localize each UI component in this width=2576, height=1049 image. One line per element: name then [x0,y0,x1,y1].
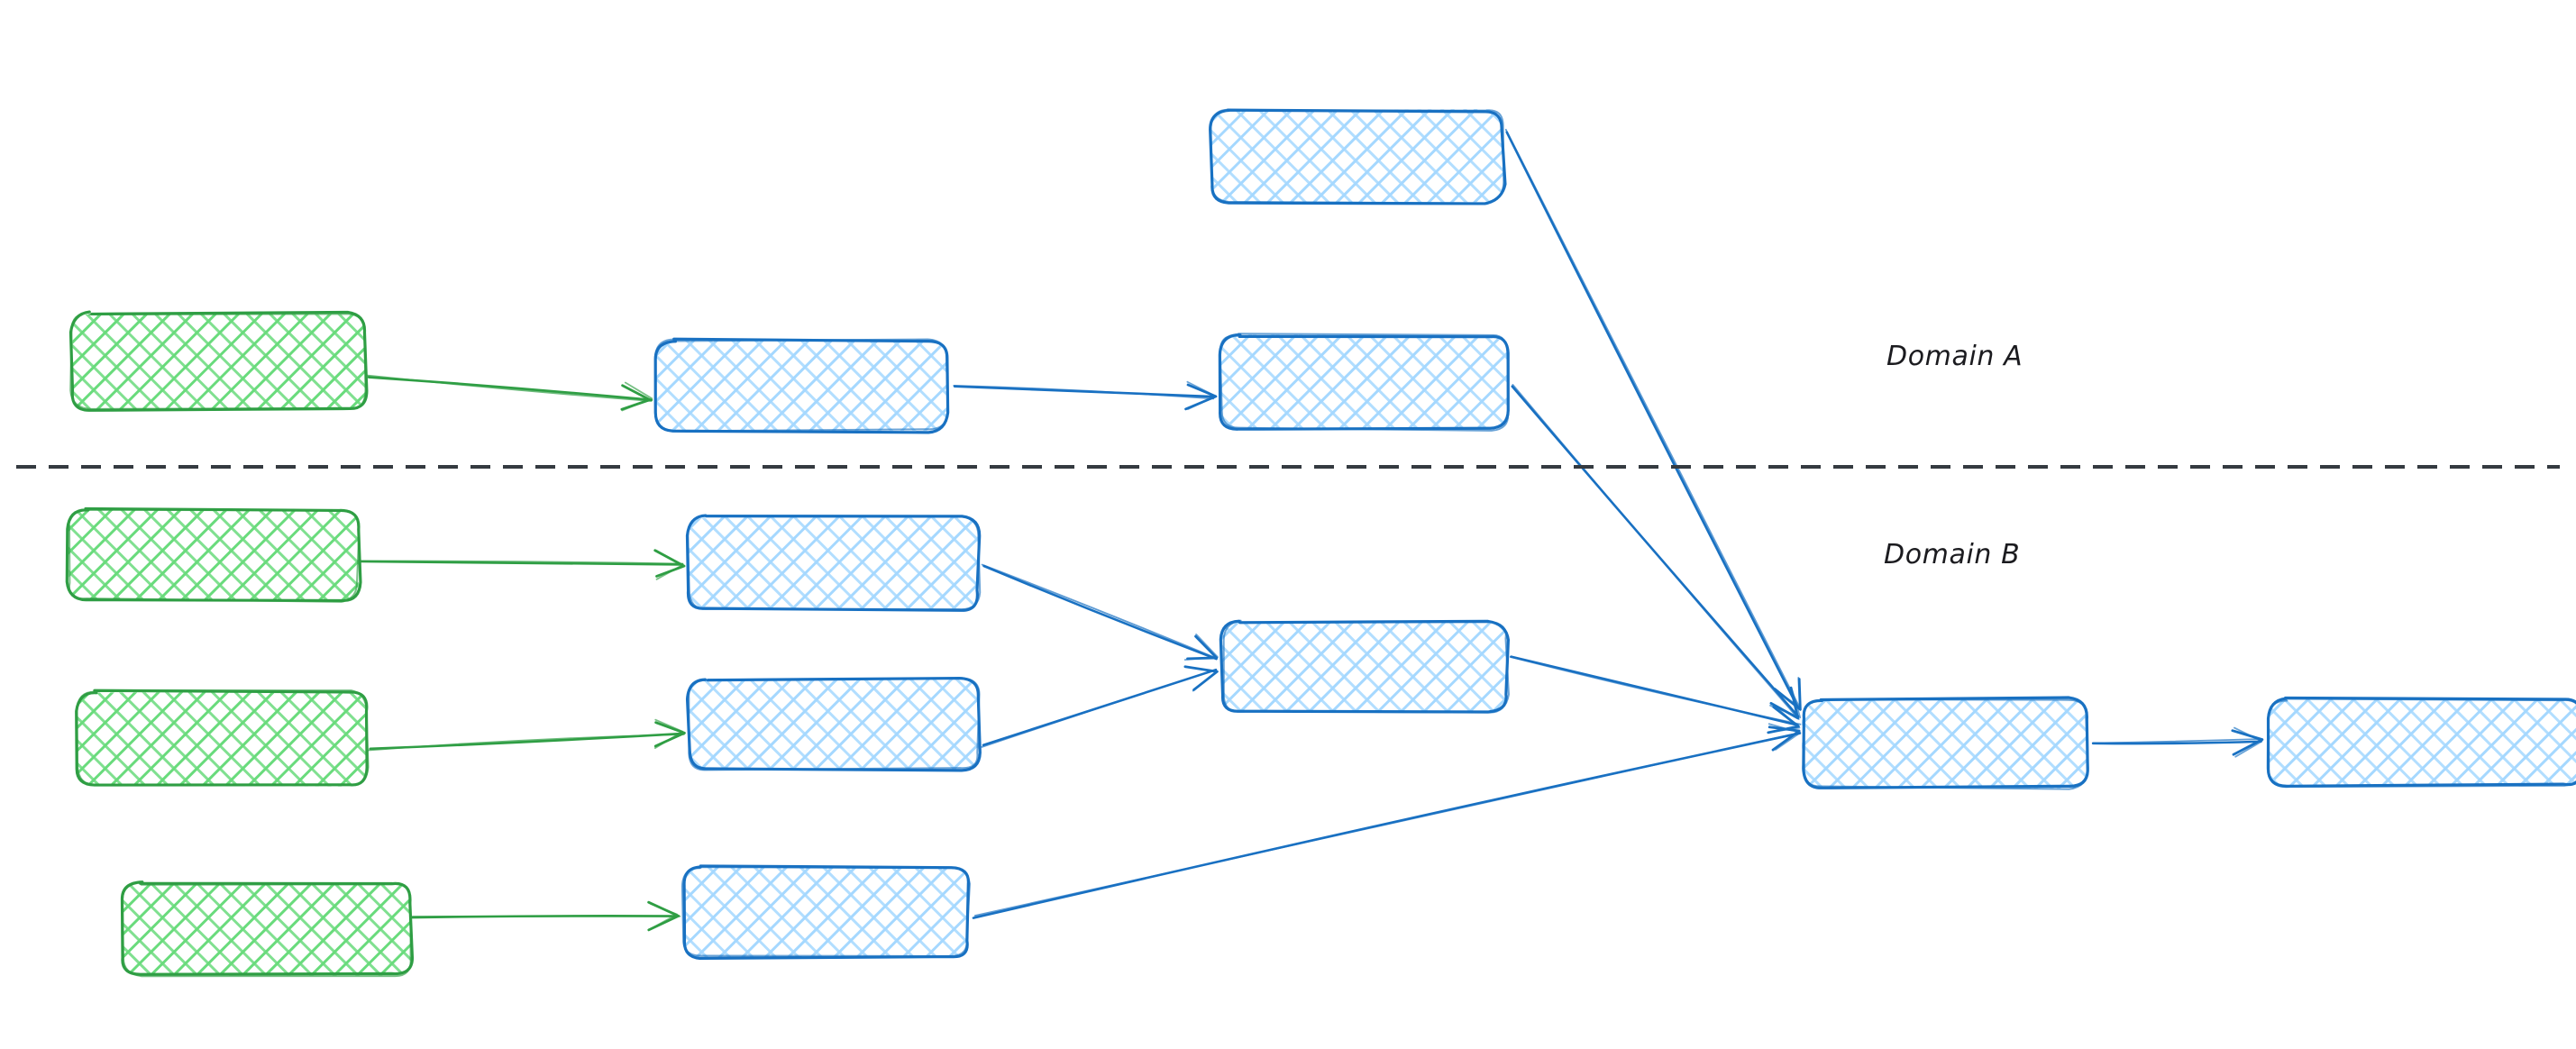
node-b-sink[interactable] [2266,696,2576,789]
node-hitbox-a-proc-top[interactable] [1211,110,1503,202]
node-b-proc-3[interactable] [681,864,971,960]
edge-e-a4 [1511,384,1802,720]
edge-e-b5 [981,665,1219,748]
node-b-hub[interactable] [1802,696,2089,790]
node-b-source-2[interactable] [75,689,370,787]
edge-e-b2 [368,718,686,752]
node-hitbox-b-hub[interactable] [1803,699,2087,788]
edge-e-a2 [953,380,1218,411]
domain-b-label: Domain B [1884,539,2021,570]
node-hitbox-b-source-1[interactable] [69,510,359,600]
node-b-source-3[interactable] [120,880,415,978]
node-a-source-1[interactable] [69,310,369,412]
edge-e-a3 [1504,128,1802,711]
nodes-layer [65,108,2576,978]
node-a-proc-top[interactable] [1209,108,1507,205]
edge-e-b3 [410,900,681,932]
node-b-merge[interactable] [1219,619,1510,714]
node-hitbox-b-source-2[interactable] [78,692,368,786]
node-b-source-1[interactable] [65,506,362,603]
node-hitbox-b-sink[interactable] [2268,699,2576,786]
node-hitbox-b-proc-2[interactable] [689,680,979,770]
node-hitbox-b-merge[interactable] [1222,622,1507,712]
node-hitbox-b-source-3[interactable] [123,883,411,975]
node-hitbox-a-source-1[interactable] [72,314,366,409]
edge-e-b1 [360,549,686,580]
node-a-proc-1[interactable] [653,337,950,434]
node-hitbox-a-proc-1[interactable] [656,341,946,431]
edge-e-a1 [367,374,653,412]
edge-e-b6 [1509,655,1802,734]
edges-layer [360,128,2264,932]
edge-e-b4 [981,563,1219,661]
node-hitbox-a-proc-2[interactable] [1220,335,1509,429]
node-b-proc-2[interactable] [685,676,982,772]
domain-a-label: Domain A [1886,341,2023,372]
edge-e-b7 [972,723,1802,919]
node-a-proc-2[interactable] [1218,333,1510,432]
node-b-proc-1[interactable] [685,514,982,612]
node-hitbox-b-proc-3[interactable] [683,867,968,957]
node-hitbox-b-proc-1[interactable] [689,517,979,609]
edge-e-b8 [2091,726,2264,758]
